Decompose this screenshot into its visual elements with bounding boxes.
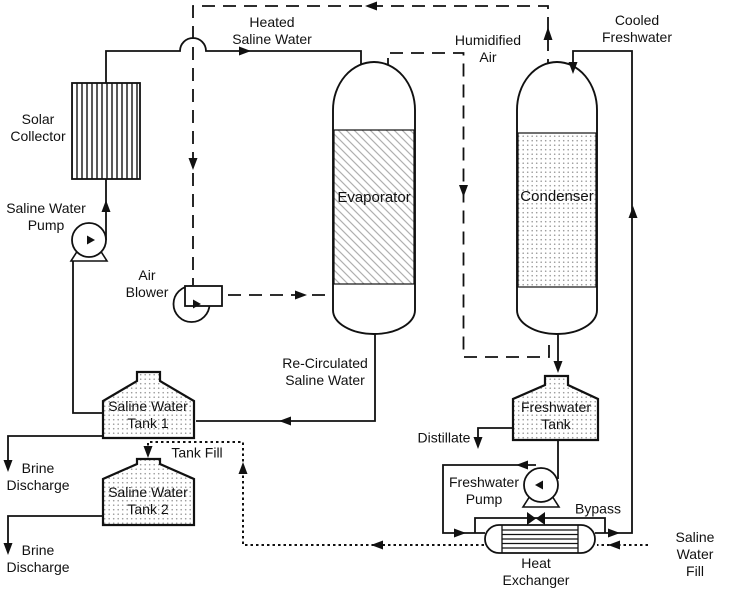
label-brine-discharge-1: Brine Discharge [6, 460, 70, 493]
arrow-recirc-left [279, 416, 291, 426]
arrow-hx-outlet-right [608, 528, 620, 538]
air-blower-outlet-box [184, 285, 223, 307]
condenser-packing [517, 132, 597, 288]
heat-exchanger-shape [484, 524, 596, 554]
label-air-blower: Air Blower [125, 267, 169, 300]
pipe-recirculated-saline [196, 332, 376, 422]
label-solar-collector: Solar Collector [10, 111, 66, 144]
freshwater-pump-arrow-icon [535, 480, 543, 490]
saline-water-tank-2-shape [101, 457, 196, 527]
freshwater-pump-shape [521, 467, 561, 508]
label-humidified-air: Humidified Air [454, 32, 522, 65]
arrow-condenser-outlet-down [553, 361, 563, 373]
label-recirculated-saline-water: Re-Circulated Saline Water [282, 355, 368, 388]
saline-water-tank-1-shape [101, 370, 196, 440]
fill-line-to-tank2 [147, 441, 484, 546]
freshwater-tank-shape [511, 374, 600, 442]
arrow-collector-up [101, 200, 111, 212]
label-freshwater-pump: Freshwater Pump [448, 474, 520, 507]
label-cooled-freshwater: Cooled Freshwater [601, 12, 673, 45]
air-blower-arrow-icon [193, 299, 201, 309]
arrow-hx-inlet-right [454, 528, 466, 538]
arrow-brine2-down [3, 543, 13, 555]
label-saline-water-fill: Saline Water Fill [675, 528, 715, 579]
arrow-cooled-up [628, 206, 638, 218]
heat-exchanger-tubes [501, 525, 579, 553]
saline-water-pump-arrow-icon [87, 235, 95, 245]
label-bypass: Bypass [575, 500, 621, 517]
label-heated-saline-water: Heated Saline Water [232, 14, 312, 47]
pipe-distillate [477, 427, 513, 441]
bypass-valve-icon [527, 512, 545, 525]
evaporator-shape [332, 61, 416, 335]
arrow-blower-right [295, 290, 307, 300]
arrow-heated-right [239, 46, 251, 56]
air-line-humidified [390, 52, 550, 358]
label-evaporator: Evaporator [337, 189, 411, 206]
label-freshwater-tank: Freshwater Tank [520, 399, 592, 432]
label-saline-water-tank-1: Saline Water Tank 1 [108, 398, 188, 431]
arrow-tankfill-down [143, 446, 153, 458]
pipe-pump-suction [72, 261, 103, 414]
arrow-condenser-top-up [543, 27, 553, 40]
label-heat-exchanger: Heat Exchanger [502, 555, 570, 588]
arrow-fill-left-right [608, 540, 620, 550]
label-brine-discharge-2: Brine Discharge [6, 542, 70, 575]
arrow-pump-discharge-left [516, 460, 528, 470]
dotted-fill-lines [147, 441, 648, 546]
label-distillate: Distillate [417, 429, 471, 446]
arrow-return-left [365, 1, 377, 11]
label-condenser: Condenser [520, 188, 594, 205]
arrow-return-down [188, 158, 198, 170]
flow-arrows [3, 1, 638, 555]
solar-collector-shape [71, 82, 141, 180]
arrow-condenser-inlet-down [568, 62, 578, 74]
saline-water-pump-shape [69, 222, 109, 262]
arrow-fill-left-mid [371, 540, 383, 550]
pipe-brine-discharge-1 [7, 435, 103, 464]
pipe-brine-discharge-2 [7, 515, 103, 547]
arrow-humidified-down [459, 185, 468, 197]
arrow-fill-up [238, 462, 248, 474]
label-saline-water-pump: Saline Water Pump [6, 200, 86, 233]
label-tank-fill: Tank Fill [171, 444, 223, 461]
air-blower-shape [172, 285, 223, 323]
arrow-distillate-down [473, 437, 483, 449]
arrow-brine1-down [3, 460, 13, 472]
condenser-shape [516, 61, 598, 335]
evaporator-packing [333, 129, 415, 285]
label-saline-water-tank-2: Saline Water Tank 2 [108, 484, 188, 517]
